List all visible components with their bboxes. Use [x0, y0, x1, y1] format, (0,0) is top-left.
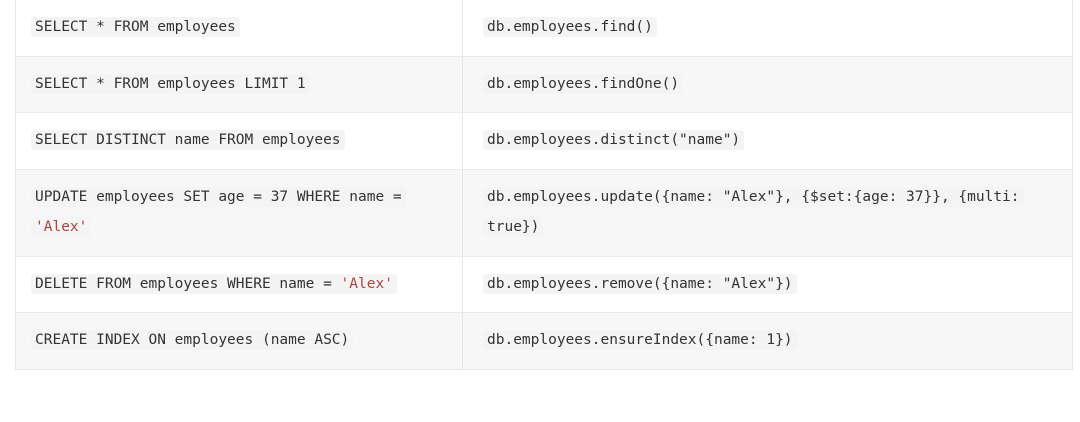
- sql-snippet: SELECT DISTINCT name FROM employees: [31, 130, 345, 151]
- table-cell-sql: UPDATE employees SET age = 37 WHERE name…: [15, 169, 463, 257]
- mongodb-snippet: db.employees.findOne(): [483, 73, 684, 94]
- mongodb-snippet: db.employees.distinct("name"): [483, 130, 745, 151]
- sql-snippet: UPDATE employees SET age = 37 WHERE name…: [31, 187, 406, 237]
- table-cell-mongo: db.employees.find(): [462, 0, 1073, 57]
- table-row: SELECT DISTINCT name FROM employees db.e…: [15, 112, 1073, 171]
- table-cell-sql: CREATE INDEX ON employees (name ASC): [15, 312, 463, 370]
- mongodb-snippet: db.employees.find(): [483, 17, 657, 37]
- mongodb-snippet: db.employees.update({name: "Alex"}, {$se…: [483, 187, 1024, 237]
- table-cell-sql: SELECT * FROM employees LIMIT 1: [15, 56, 463, 114]
- table-row: SELECT * FROM employees LIMIT 1 db.emplo…: [15, 56, 1073, 114]
- table-cell-mongo: db.employees.update({name: "Alex"}, {$se…: [462, 169, 1073, 257]
- table-body: SELECT * FROM employees db.employees.fin…: [15, 0, 1073, 370]
- sql-snippet-text: UPDATE employees SET age = 37 WHERE name…: [35, 189, 402, 206]
- sql-snippet: DELETE FROM employees WHERE name = 'Alex…: [31, 273, 397, 294]
- table-cell-sql: SELECT DISTINCT name FROM employees: [15, 112, 463, 171]
- table-row: CREATE INDEX ON employees (name ASC) db.…: [15, 312, 1073, 370]
- table-cell-mongo: db.employees.findOne(): [462, 56, 1073, 114]
- comparison-table: SELECT * FROM employees db.employees.fin…: [15, 0, 1073, 371]
- sql-snippet: CREATE INDEX ON employees (name ASC): [31, 330, 354, 351]
- table-cell-mongo: db.employees.distinct("name"): [462, 112, 1073, 171]
- table-row: SELECT * FROM employees db.employees.fin…: [15, 0, 1073, 57]
- table-row: UPDATE employees SET age = 37 WHERE name…: [15, 169, 1073, 257]
- table-cell-mongo: db.employees.ensureIndex({name: 1}): [463, 313, 1073, 370]
- mongodb-snippet: db.employees.ensureIndex({name: 1}): [483, 330, 797, 351]
- sql-snippet-text: DELETE FROM employees WHERE name =: [35, 275, 341, 292]
- sql-to-mongodb-comparison: SELECT * FROM employees db.employees.fin…: [15, 0, 1073, 371]
- sql-string-literal: 'Alex': [35, 218, 88, 235]
- mongodb-snippet: db.employees.remove({name: "Alex"}): [483, 273, 797, 294]
- sql-snippet: SELECT * FROM employees LIMIT 1: [31, 73, 310, 94]
- table-cell-sql: SELECT * FROM employees: [15, 0, 463, 57]
- table-row: DELETE FROM employees WHERE name = 'Alex…: [15, 256, 1073, 314]
- table-cell-sql: DELETE FROM employees WHERE name = 'Alex…: [15, 256, 463, 314]
- table-cell-mongo: db.employees.remove({name: "Alex"}): [462, 256, 1073, 314]
- sql-snippet: SELECT * FROM employees: [31, 17, 240, 37]
- sql-string-literal: 'Alex': [340, 275, 393, 292]
